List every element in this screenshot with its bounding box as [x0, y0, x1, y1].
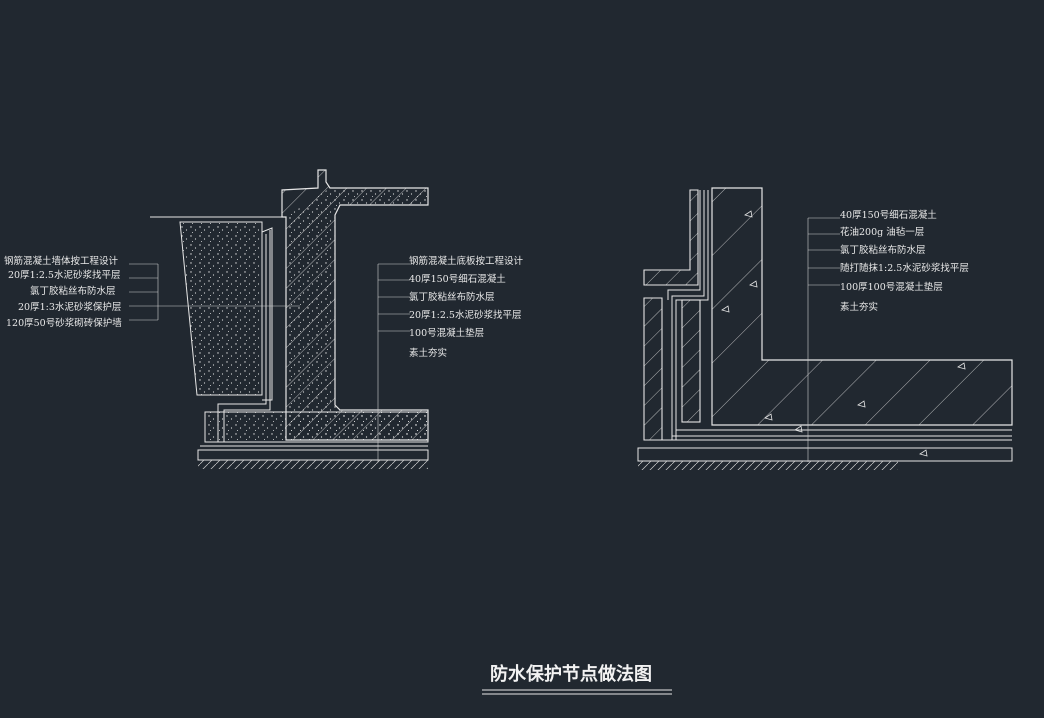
- mid-label-5: 素土夯实: [409, 347, 447, 359]
- left-label-3: 20厚1:3水泥砂浆保护层: [18, 301, 121, 313]
- aggregate-marks: [721, 210, 966, 457]
- mid-label-0: 钢筋混凝土底板按工程设计: [409, 255, 524, 267]
- membrane-inner: [675, 190, 709, 440]
- wall-cap: [643, 189, 699, 286]
- left-leader-lines: [129, 263, 300, 321]
- right-leader-lines: [377, 263, 410, 462]
- rc-wall-aggregate: [286, 188, 428, 440]
- mid-label-1: 40厚150号细石混凝土: [409, 273, 506, 285]
- mid-label-4: 100号混凝土垫层: [409, 327, 484, 339]
- cushion-layer: [637, 447, 1013, 462]
- mortar-layer: [261, 227, 273, 401]
- inner-protection-wall: [681, 299, 701, 423]
- left-label-4: 120厚50号砂浆砌砖保护墙: [6, 317, 122, 329]
- mid-label-2: 氯丁胶粘丝布防水层: [409, 291, 495, 303]
- right-label-5: 素土夯实: [840, 301, 878, 313]
- mid-label-3: 20厚1:2.5水泥砂浆找平层: [409, 309, 521, 321]
- right-detail-leaders: [807, 217, 840, 462]
- membrane-mid: [671, 190, 705, 440]
- right-label-1: 花油200g 油毡一层: [840, 226, 924, 238]
- protection-brick-wall: [643, 297, 663, 441]
- drawing-title: 防水保护节点做法图: [490, 663, 652, 685]
- compacted-soil: [198, 460, 428, 469]
- left-label-0: 钢筋混凝土墙体按工程设计: [4, 255, 119, 267]
- concrete-cushion: [197, 449, 429, 461]
- right-label-0: 40厚150号细石混凝土: [840, 209, 937, 221]
- left-detail: 钢筋混凝土墙体按工程设计 20厚1:2.5水泥砂浆找平层 氯丁胶粘丝布防水层 2…: [4, 169, 524, 469]
- membrane-outer: [667, 190, 701, 300]
- left-label-2: 氯丁胶粘丝布防水层: [30, 285, 116, 297]
- right-label-4: 100厚100号混凝土垫层: [840, 281, 943, 293]
- right-detail: 40厚150号细石混凝土 花油200g 油毡一层 氯丁胶粘丝布防水层 随打随抹1…: [637, 187, 1013, 470]
- soil-layer: [638, 461, 898, 470]
- brick-protection-wall: [179, 221, 263, 396]
- right-label-3: 随打随抹1:2.5水泥砂浆找平层: [840, 262, 969, 274]
- right-label-2: 氯丁胶粘丝布防水层: [840, 244, 926, 256]
- fine-concrete-layer: [204, 411, 429, 443]
- left-label-1: 20厚1:2.5水泥砂浆找平层: [8, 269, 120, 281]
